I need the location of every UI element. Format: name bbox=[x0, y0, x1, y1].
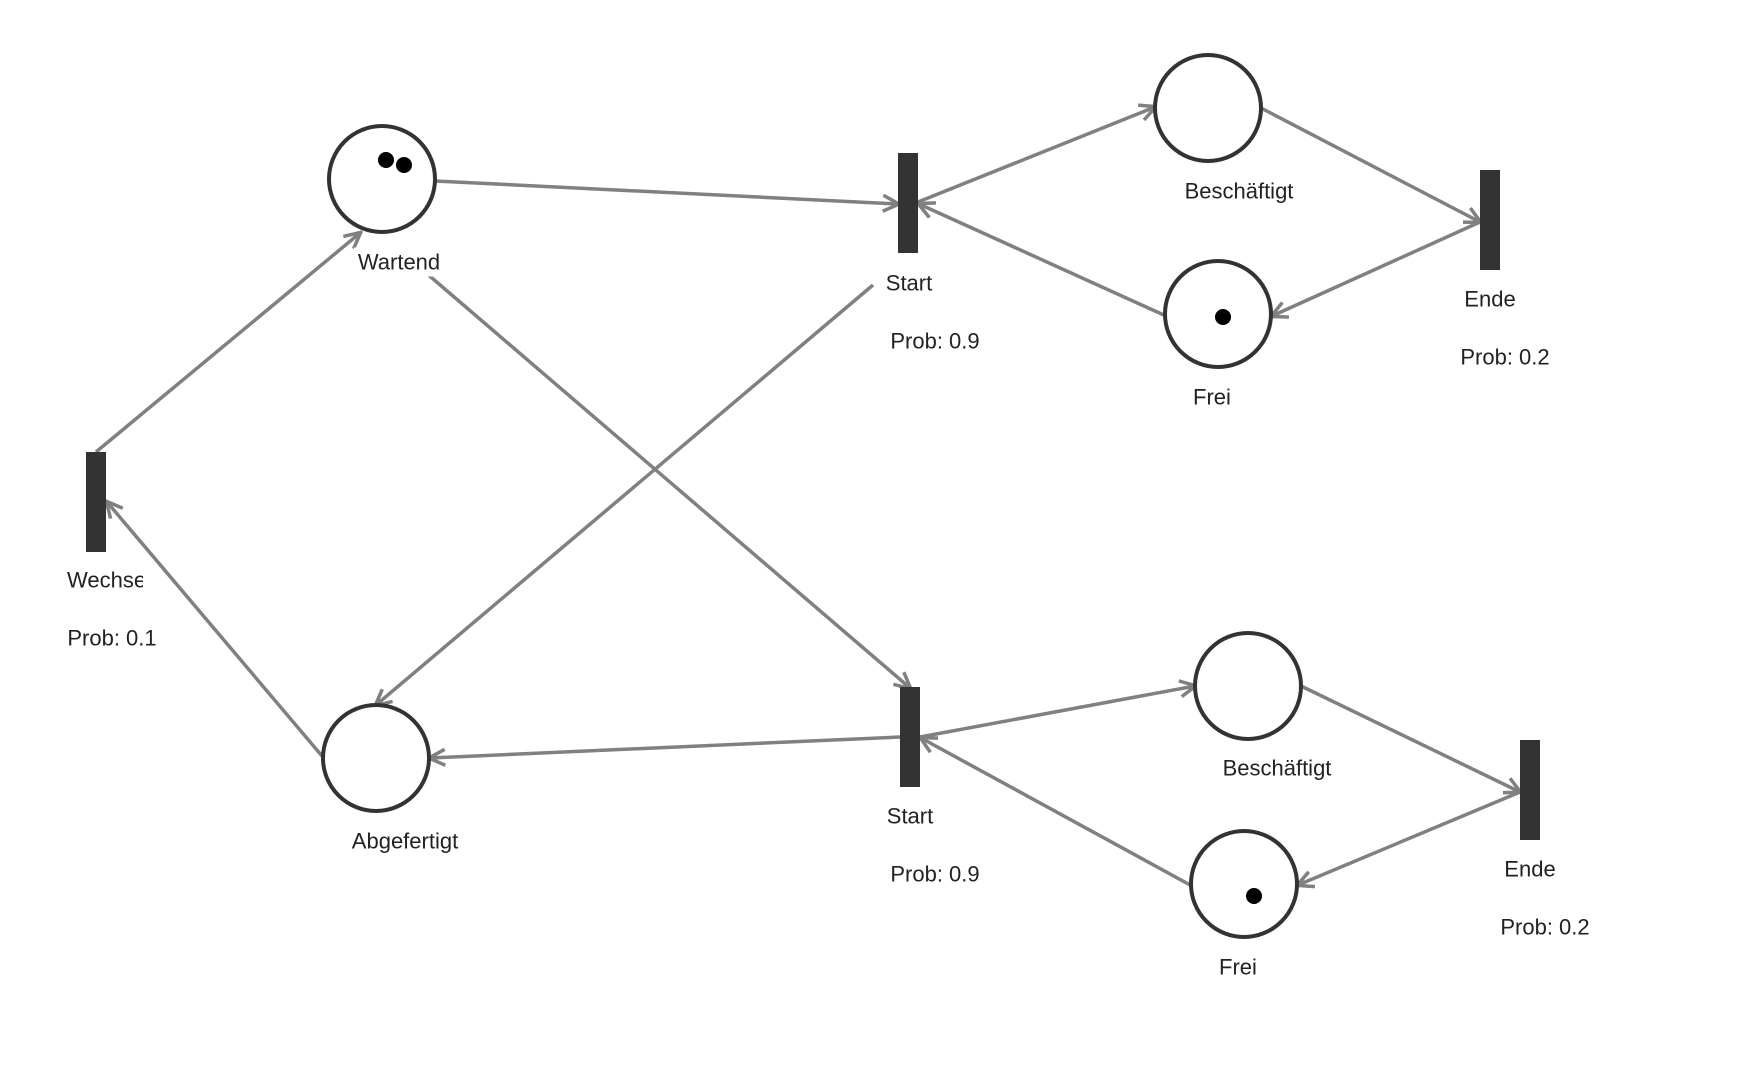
arc-abgefertigt-to-wechsel[interactable] bbox=[107, 502, 324, 758]
transition-start[interactable] bbox=[898, 153, 918, 253]
arc-besch1-to-ende1[interactable] bbox=[1260, 106, 1480, 222]
transition-probability: Prob: 0.9 bbox=[890, 329, 979, 354]
arc-wechsel-to-wartend[interactable] bbox=[94, 233, 360, 454]
place-label: Beschäftigt bbox=[1223, 756, 1332, 781]
transition-label-group: Wechsel bbox=[63, 565, 151, 595]
place-label: Wartend bbox=[358, 250, 440, 275]
place-circle[interactable] bbox=[1189, 829, 1299, 939]
transition-label-group: Ende bbox=[1500, 854, 1560, 884]
arc-wartend-to-start1[interactable] bbox=[434, 179, 898, 204]
transition-probability-group: Prob: 0.2 bbox=[1496, 912, 1594, 942]
arc-frei2-to-start2[interactable] bbox=[921, 738, 1193, 888]
arc-start2-to-abgefertigt[interactable] bbox=[430, 735, 901, 758]
transition-wechsel[interactable] bbox=[86, 452, 106, 552]
transition-probability-group: Prob: 0.2 bbox=[1456, 342, 1554, 372]
place-circle[interactable] bbox=[327, 124, 437, 234]
place-label: Frei bbox=[1219, 955, 1257, 980]
transition-label-background bbox=[882, 801, 938, 831]
transition-label: Ende bbox=[1464, 287, 1515, 312]
transition-probability-background bbox=[1496, 912, 1594, 942]
token-icon bbox=[1246, 888, 1262, 904]
place-beschäftigt[interactable] bbox=[1153, 53, 1263, 163]
place-label: Beschäftigt bbox=[1185, 179, 1294, 204]
transition-probability-background bbox=[886, 859, 984, 889]
transition-probability: Prob: 0.9 bbox=[890, 862, 979, 887]
transition-start[interactable] bbox=[900, 687, 920, 787]
place-circle[interactable] bbox=[1153, 53, 1263, 163]
place-label-group: Abgefertigt bbox=[347, 826, 463, 856]
place-label: Abgefertigt bbox=[352, 829, 458, 854]
place-label-background bbox=[1218, 753, 1336, 783]
place-circle[interactable] bbox=[1193, 631, 1303, 741]
transition-label: Ende bbox=[1504, 857, 1555, 882]
place-label-group: Frei bbox=[1215, 952, 1261, 982]
transition-label-group: Ende bbox=[1460, 284, 1520, 314]
transition-probability: Prob: 0.2 bbox=[1500, 915, 1589, 940]
nodes-layer bbox=[86, 53, 1540, 939]
place-abgefertigt[interactable] bbox=[321, 703, 431, 813]
place-label-background bbox=[347, 826, 463, 856]
transition-label-group: Start bbox=[882, 801, 938, 831]
arcs-layer bbox=[94, 106, 1521, 888]
place-frei[interactable] bbox=[1163, 259, 1273, 369]
place-label-background bbox=[353, 247, 445, 277]
transition-ende[interactable] bbox=[1520, 740, 1540, 840]
transition-ende[interactable] bbox=[1480, 170, 1500, 270]
place-wartend[interactable] bbox=[327, 124, 437, 234]
transition-label: Start bbox=[886, 271, 932, 296]
arc-frei1-to-start1[interactable] bbox=[919, 204, 1167, 318]
token-icon bbox=[378, 152, 394, 168]
token-icon bbox=[1215, 309, 1231, 325]
place-circle[interactable] bbox=[321, 703, 431, 813]
place-label-group: Beschäftigt bbox=[1218, 753, 1336, 783]
place-label: Frei bbox=[1193, 385, 1231, 410]
place-label-background bbox=[1215, 952, 1261, 982]
arc-besch2-to-ende2[interactable] bbox=[1300, 684, 1520, 792]
arc-wartend-to-start2[interactable] bbox=[423, 270, 910, 688]
transition-probability-group: Prob: 0.9 bbox=[886, 859, 984, 889]
token-icon bbox=[396, 157, 412, 173]
transition-probability: Prob: 0.1 bbox=[67, 626, 156, 651]
arc-start1-to-besch1[interactable] bbox=[917, 107, 1155, 204]
transition-probability-group: Prob: 0.9 bbox=[886, 326, 984, 356]
arc-start1-to-abgefertigt[interactable] bbox=[376, 283, 875, 705]
transition-label: Start bbox=[887, 804, 933, 829]
labels-layer: WartendBeschäftigtFreiAbgefertigtBeschäf… bbox=[63, 176, 1594, 982]
transition-probability-background bbox=[63, 623, 161, 653]
transition-label: Wechsel bbox=[67, 568, 151, 593]
place-frei[interactable] bbox=[1189, 829, 1299, 939]
transition-label-background bbox=[1460, 284, 1520, 314]
transition-probability: Prob: 0.2 bbox=[1460, 345, 1549, 370]
transition-probability-background bbox=[1456, 342, 1554, 372]
transition-label-background bbox=[63, 565, 144, 595]
place-label-background bbox=[1189, 382, 1235, 412]
place-label-group: Wartend bbox=[353, 247, 445, 277]
arc-ende1-to-frei1[interactable] bbox=[1272, 220, 1481, 316]
place-label-group: Beschäftigt bbox=[1180, 176, 1298, 206]
transition-probability-group: Prob: 0.1 bbox=[63, 623, 161, 653]
transition-label-group: Start bbox=[881, 268, 937, 298]
arc-start2-to-besch2[interactable] bbox=[919, 686, 1195, 739]
place-label-background bbox=[1180, 176, 1298, 206]
arc-ende2-to-frei2[interactable] bbox=[1298, 790, 1521, 885]
place-beschäftigt[interactable] bbox=[1193, 631, 1303, 741]
transition-label-background bbox=[881, 268, 937, 298]
transition-probability-background bbox=[886, 326, 984, 356]
place-label-group: Frei bbox=[1189, 382, 1235, 412]
transition-label-background bbox=[1500, 854, 1560, 884]
